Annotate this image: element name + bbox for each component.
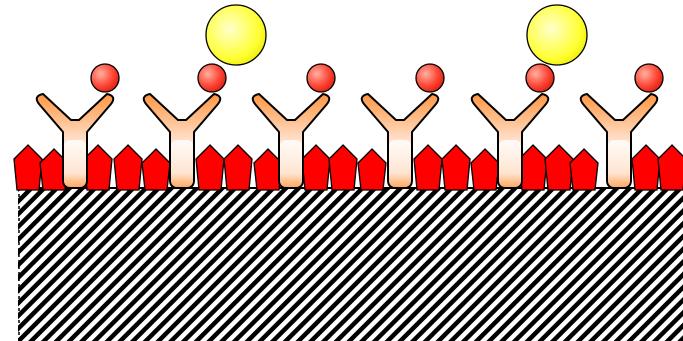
blocking-protein bbox=[302, 145, 330, 190]
blocking-protein bbox=[471, 149, 499, 190]
blocking-protein bbox=[196, 145, 224, 190]
antigen-molecule bbox=[416, 64, 444, 92]
blocking-protein bbox=[329, 145, 357, 190]
antigen-molecule bbox=[526, 64, 554, 92]
antigen-molecule bbox=[198, 64, 226, 92]
detection-particle-layer bbox=[206, 5, 587, 65]
blocking-protein bbox=[254, 149, 282, 190]
antigen-molecule bbox=[307, 64, 335, 92]
substrate-surface bbox=[18, 188, 683, 341]
blocking-protein bbox=[545, 145, 573, 190]
detection-particle bbox=[206, 5, 266, 65]
blocking-protein bbox=[114, 145, 142, 190]
blocking-protein bbox=[84, 145, 112, 190]
blocking-protein bbox=[570, 149, 598, 190]
blocking-protein bbox=[519, 145, 547, 190]
blocking-protein-layer bbox=[14, 145, 683, 190]
blocking-protein bbox=[632, 145, 660, 190]
antigen-molecule bbox=[635, 64, 663, 92]
blocking-protein bbox=[442, 145, 470, 190]
detection-particle bbox=[527, 5, 587, 65]
blocking-protein bbox=[14, 145, 42, 190]
blocking-protein bbox=[142, 149, 170, 190]
blocking-protein bbox=[224, 145, 252, 190]
blocking-protein bbox=[658, 145, 683, 190]
blocking-protein bbox=[414, 145, 442, 190]
antigen-molecule bbox=[91, 64, 119, 92]
blocking-protein bbox=[358, 149, 386, 190]
